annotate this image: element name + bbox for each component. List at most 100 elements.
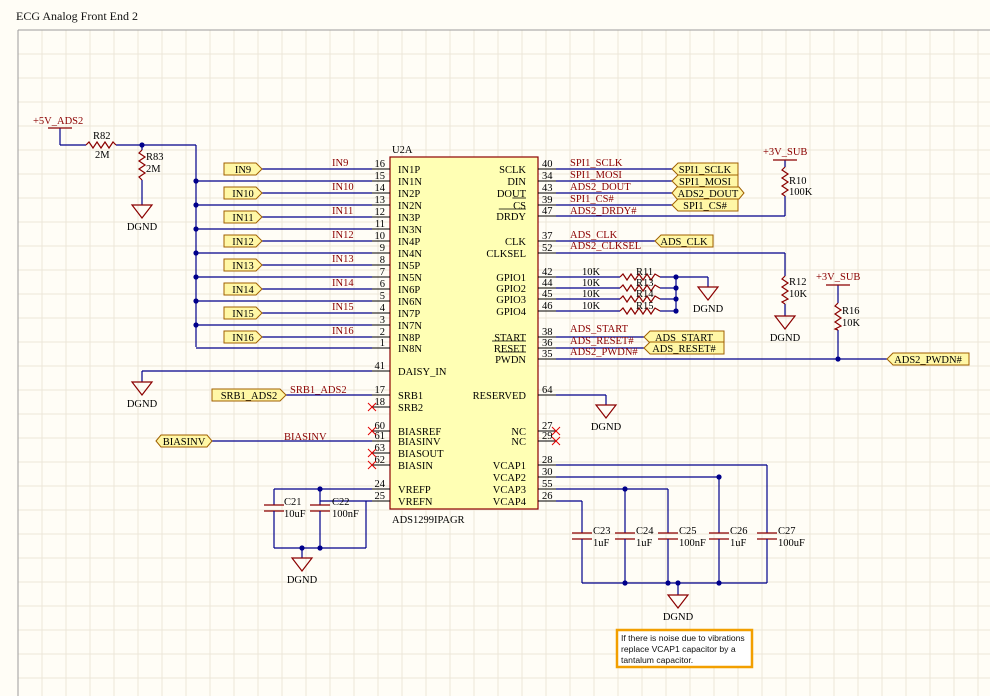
power-5v-ads2[interactable]: +5V_ADS2 [33, 116, 83, 129]
port-biasinv[interactable]: BIASINV [155, 434, 213, 448]
port-spi1-cs[interactable]: SPI1_CS# [671, 198, 739, 212]
resistor-r82[interactable]: R82 2M [85, 131, 117, 161]
ic-body[interactable] [389, 156, 539, 510]
port-in12[interactable]: IN12 [223, 234, 263, 248]
port-in16[interactable]: IN16 [223, 330, 263, 344]
ground-daisy-in[interactable]: DGND [127, 381, 158, 410]
pin-number: 10 [375, 231, 386, 242]
port-ads2-dout[interactable]: ADS2_DOUT [671, 186, 745, 200]
pin-number: 13 [375, 195, 386, 206]
ground-reserved[interactable]: DGND [591, 404, 622, 433]
pin-name: DIN [507, 177, 526, 188]
port-in14[interactable]: IN14 [223, 282, 263, 296]
port-ads2-pwdn[interactable]: ADS2_PWDN# [886, 352, 970, 366]
pin-name: IN4P [398, 237, 420, 248]
port-in10[interactable]: IN10 [223, 186, 263, 200]
c22-ref: C22 [332, 497, 350, 508]
port-in9[interactable]: IN9 [223, 162, 263, 176]
port-in11[interactable]: IN11 [223, 210, 263, 224]
cap-ref: C26 [730, 526, 748, 537]
cap-c22[interactable]: C22 100nF [310, 497, 359, 520]
resistor-r16[interactable]: R16 10K [833, 302, 861, 331]
power-3v-sub-r10[interactable]: +3V_SUB [763, 147, 807, 161]
ground-gpio[interactable]: DGND [693, 286, 724, 315]
ic-part: ADS1299IPAGR [392, 515, 465, 526]
ground-vcap[interactable]: DGND [663, 594, 694, 623]
r12-value: 10K [789, 289, 808, 300]
port-spi1-sclk[interactable]: SPI1_SCLK [671, 162, 739, 176]
port-in15[interactable]: IN15 [223, 306, 263, 320]
ic-ref: U2A [392, 145, 413, 156]
ground-vref[interactable]: DGND [287, 557, 318, 586]
power-3v-sub-r16[interactable]: +3V_SUB [816, 272, 860, 286]
resistor-r10[interactable]: R10 100K [780, 166, 813, 198]
port-in13[interactable]: IN13 [223, 258, 263, 272]
port-srb1-ads2[interactable]: SRB1_ADS2 [211, 388, 287, 402]
port-spi1-mosi[interactable]: SPI1_MOSI [671, 174, 739, 188]
resistor-r12[interactable]: R12 10K [780, 275, 808, 305]
cap-c21[interactable]: C21 10uF [264, 497, 306, 520]
ground-r83[interactable]: DGND [127, 204, 158, 233]
ground-clksel[interactable]: DGND [770, 315, 801, 344]
port-ads-clk[interactable]: ADS_CLK [654, 234, 714, 248]
resistor-r83[interactable]: R83 2M [137, 149, 164, 181]
port-ads-reset[interactable]: ADS_RESET# [643, 341, 725, 355]
